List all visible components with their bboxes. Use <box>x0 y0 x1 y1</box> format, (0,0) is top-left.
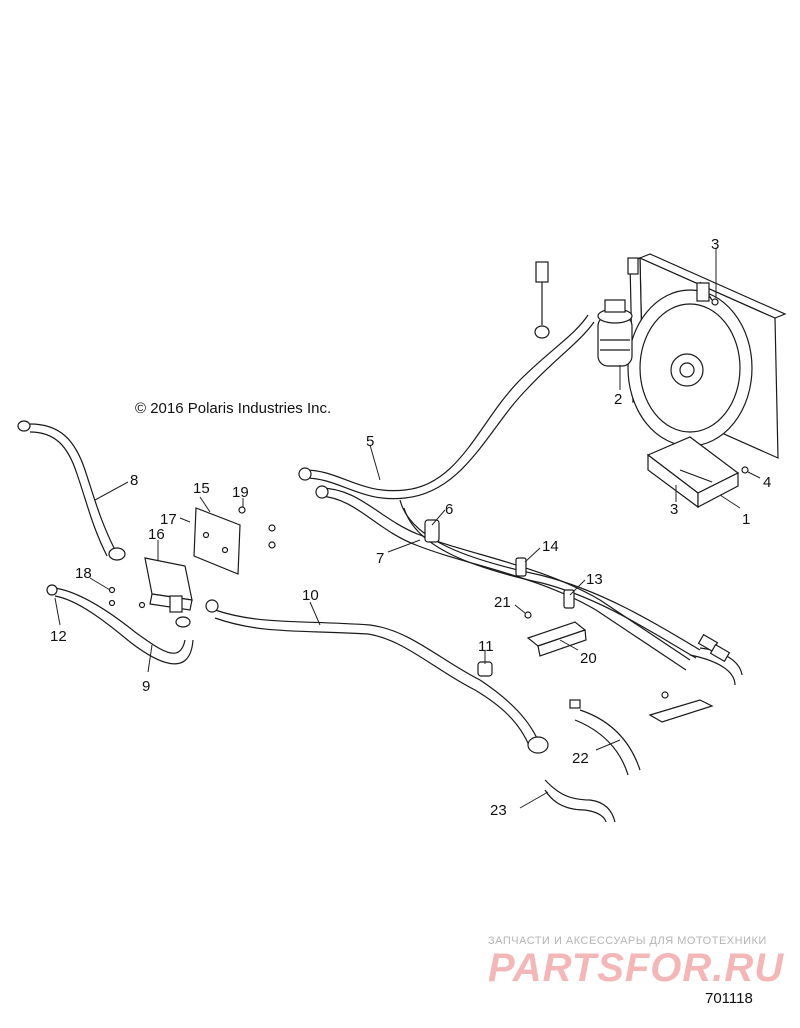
callout-11: 11 <box>478 638 494 655</box>
radiator-fan-assembly <box>627 253 787 459</box>
callout-4: 4 <box>763 474 771 491</box>
temperature-sensor <box>534 257 639 339</box>
copyright-notice: © 2016 Polaris Industries Inc. <box>135 400 332 417</box>
callout-20: 20 <box>580 650 597 667</box>
callout-17: 17 <box>160 511 177 528</box>
hose-9 <box>46 584 194 665</box>
bracket-right <box>648 699 714 723</box>
hose-8 <box>17 420 126 561</box>
clamp-13 <box>563 589 575 609</box>
watermark-tagline: ЗАПЧАСТИ И АКСЕССУАРЫ ДЛЯ МОТОТЕХНИКИ <box>488 935 767 947</box>
diagram-code: 701118 <box>705 990 753 1007</box>
callout-12: 12 <box>50 628 67 645</box>
surge-bottle <box>597 299 633 367</box>
leader-lines <box>54 248 761 809</box>
clamp-6 <box>424 519 440 543</box>
fasteners <box>108 298 749 699</box>
callout-1: 1 <box>742 511 750 528</box>
fan-bracket <box>646 436 740 509</box>
callout-16: 16 <box>148 526 165 543</box>
valve-16 <box>144 557 193 613</box>
callout-6: 6 <box>445 501 453 518</box>
hose-23 <box>544 779 616 823</box>
mount-plate-15 <box>193 507 241 575</box>
watermark-logo: PARTSFOR.RU <box>488 946 785 990</box>
callout-5: 5 <box>366 433 374 450</box>
hose-end-fittings <box>689 633 743 686</box>
callout-18: 18 <box>75 565 92 582</box>
callout-13: 13 <box>586 571 603 588</box>
clamp-11 <box>477 661 493 677</box>
hose-22 <box>569 699 641 776</box>
callout-14: 14 <box>542 538 559 555</box>
callout-7: 7 <box>376 550 384 567</box>
hose-5 <box>298 314 595 500</box>
hose-7 <box>315 485 701 671</box>
bracket-20 <box>526 621 587 657</box>
hose-10 <box>205 599 549 754</box>
callout-10: 10 <box>302 587 319 604</box>
clamp-14 <box>515 557 527 577</box>
callout-8: 8 <box>130 472 138 489</box>
callout-3-top: 3 <box>711 236 719 253</box>
callout-22: 22 <box>572 750 589 767</box>
callout-21: 21 <box>494 594 511 611</box>
callout-3-bottom: 3 <box>670 501 678 518</box>
callouts: 1 2 3 3 4 5 6 7 8 9 10 11 12 13 14 15 16… <box>50 236 771 819</box>
callout-15: 15 <box>193 480 210 497</box>
callout-23: 23 <box>490 802 507 819</box>
callout-9: 9 <box>142 678 150 695</box>
callout-2: 2 <box>614 391 622 408</box>
callout-19: 19 <box>232 484 249 501</box>
